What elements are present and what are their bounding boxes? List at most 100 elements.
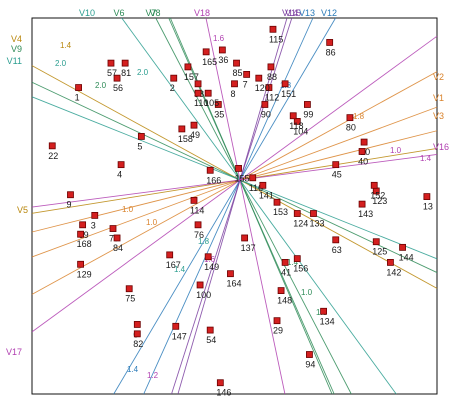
axis-line-v3 bbox=[31, 130, 438, 233]
point-label-2: 2 bbox=[170, 83, 175, 93]
axis-tick-label: 2.0 bbox=[137, 68, 149, 77]
point-marker-75 bbox=[125, 285, 133, 293]
point-marker-45 bbox=[332, 161, 340, 169]
point-label-137: 137 bbox=[241, 243, 256, 253]
axis-line-v10 bbox=[121, 17, 397, 395]
point-label-57: 57 bbox=[107, 68, 117, 78]
axis-line-v12 bbox=[113, 17, 336, 395]
point-label-141: 141 bbox=[259, 190, 274, 200]
point-label-4: 4 bbox=[117, 170, 122, 180]
axis-line-v17 bbox=[31, 35, 438, 333]
point-label-13: 13 bbox=[423, 202, 433, 212]
axis-line-v2 bbox=[31, 71, 438, 295]
point-marker-146 bbox=[216, 379, 224, 387]
point-label-164: 164 bbox=[226, 279, 241, 289]
point-marker-167 bbox=[166, 251, 174, 259]
point-marker-86 bbox=[326, 39, 334, 46]
point-marker-82 bbox=[133, 330, 141, 338]
point-label-49: 49 bbox=[190, 130, 200, 140]
point-label-80: 80 bbox=[346, 123, 356, 133]
point-marker-110 bbox=[194, 89, 202, 97]
point-label-134: 134 bbox=[320, 316, 335, 326]
point-marker-155 bbox=[235, 164, 242, 172]
axis-line-v14 bbox=[177, 17, 288, 395]
axis-line-v1 bbox=[31, 106, 438, 258]
point-marker-41 bbox=[281, 258, 289, 266]
point-marker-88 bbox=[267, 63, 275, 71]
variable-label-v13: V13 bbox=[299, 8, 315, 18]
point-marker-112 bbox=[265, 84, 273, 91]
axis-tick-label: 1.6 bbox=[213, 34, 225, 43]
variable-label-v15: V15 bbox=[285, 8, 301, 18]
point-marker-133 bbox=[310, 210, 317, 217]
point-marker-156 bbox=[293, 255, 301, 263]
point-label-5: 5 bbox=[137, 141, 142, 151]
variable-label-v14: V14 bbox=[282, 8, 298, 18]
point-marker-85 bbox=[233, 59, 240, 67]
point-label-3: 3 bbox=[91, 220, 96, 230]
point-label-81: 81 bbox=[121, 68, 131, 78]
point-marker-144 bbox=[399, 243, 406, 251]
variable-label-v7: V7 bbox=[145, 8, 156, 18]
axis-line-v6 bbox=[155, 17, 352, 395]
point-marker-94 bbox=[306, 351, 313, 358]
point-marker-114 bbox=[190, 196, 198, 204]
point-label-142: 142 bbox=[386, 267, 401, 277]
point-marker-147 bbox=[172, 322, 180, 330]
point-label-133: 133 bbox=[309, 219, 324, 229]
point-label-123: 123 bbox=[372, 196, 387, 206]
point-label-94: 94 bbox=[305, 360, 315, 370]
point-marker-99 bbox=[303, 101, 311, 108]
variable-label-v6: V6 bbox=[113, 8, 124, 18]
variable-label-v1: V1 bbox=[433, 93, 444, 103]
axis-tick-label: 1.4 bbox=[174, 265, 186, 274]
point-label-75: 75 bbox=[125, 294, 135, 304]
variable-label-v17: V17 bbox=[6, 347, 22, 357]
point-marker-134 bbox=[320, 307, 328, 315]
point-marker-153 bbox=[273, 198, 281, 206]
point-label-118: 118 bbox=[289, 121, 303, 131]
point-marker-35 bbox=[214, 101, 222, 108]
axis-tick-label: 1.0 bbox=[301, 288, 313, 297]
axis-tick-label: 1.4 bbox=[420, 154, 432, 163]
point-label-149: 149 bbox=[204, 262, 219, 272]
point-marker-124 bbox=[293, 210, 301, 217]
point-label-155: 155 bbox=[235, 173, 250, 183]
point-marker-10 bbox=[360, 138, 368, 146]
axis-line-v18 bbox=[205, 17, 286, 395]
point-label-143: 143 bbox=[358, 209, 373, 219]
axis-line-v16 bbox=[31, 153, 438, 208]
point-marker-118 bbox=[289, 112, 297, 120]
axis-tick-label: 1.2 bbox=[147, 371, 159, 380]
axis-tick-label: 1.8 bbox=[198, 237, 210, 246]
point-label-151: 151 bbox=[281, 89, 296, 99]
point-marker-8 bbox=[231, 80, 238, 88]
point-marker-141 bbox=[259, 181, 267, 189]
point-marker-63 bbox=[332, 236, 340, 244]
point-label-114: 114 bbox=[190, 205, 204, 215]
point-marker-165 bbox=[202, 48, 210, 56]
axis-tick-label: 1.4 bbox=[287, 258, 299, 267]
point-marker-149 bbox=[204, 253, 212, 261]
point-marker-115 bbox=[269, 25, 277, 33]
point-marker-120 bbox=[255, 74, 263, 82]
point-marker-152 bbox=[370, 181, 378, 189]
point-marker-58 bbox=[194, 80, 202, 88]
point-label-129: 129 bbox=[77, 269, 92, 279]
axis-tick-label: 1.0 bbox=[146, 218, 158, 227]
point-label-88: 88 bbox=[267, 72, 277, 82]
point-label-90: 90 bbox=[261, 109, 271, 119]
point-label-125: 125 bbox=[372, 247, 387, 257]
point-marker-7 bbox=[243, 71, 251, 78]
axis-tick-label: 1.0 bbox=[122, 205, 134, 214]
point-label-9: 9 bbox=[66, 200, 71, 210]
point-label-100: 100 bbox=[196, 290, 211, 300]
point-marker-142 bbox=[387, 258, 394, 266]
point-label-56: 56 bbox=[113, 83, 123, 93]
point-label-22: 22 bbox=[48, 151, 58, 161]
axis-tick-label: 1.0 bbox=[390, 146, 402, 155]
point-marker-77 bbox=[109, 225, 117, 232]
point-label-112: 112 bbox=[265, 93, 279, 103]
